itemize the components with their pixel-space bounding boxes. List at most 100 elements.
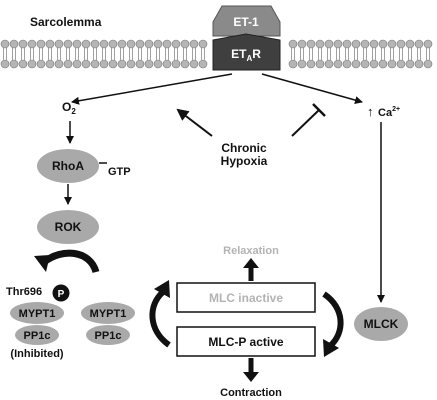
dephosphorylation-arrowhead xyxy=(154,280,170,298)
arrow-receptor-to-superoxide xyxy=(71,73,233,105)
lipid-head xyxy=(126,59,136,69)
hypoxia-label: Hypoxia xyxy=(221,154,268,168)
lipid-head xyxy=(315,39,325,49)
lipid-head xyxy=(360,59,370,69)
lipid-head xyxy=(198,39,208,49)
lipid-head xyxy=(324,39,334,49)
lipid-head xyxy=(324,59,334,69)
lipid-head xyxy=(297,39,307,49)
et-receptor-complex: ET-1 ETAR xyxy=(212,5,281,71)
lipid-head xyxy=(351,39,361,49)
rok-label: ROK xyxy=(55,220,82,234)
inhibited-label: (Inhibited) xyxy=(10,348,63,360)
lipid-head xyxy=(117,39,127,49)
lipid-head xyxy=(9,39,19,49)
contraction-label: Contraction xyxy=(220,387,282,399)
phosphorylation-arrowhead xyxy=(34,255,50,272)
lipid-head xyxy=(180,59,190,69)
lipid-head xyxy=(378,59,388,69)
mlc-p-active-label: MLC-P active xyxy=(208,335,283,349)
lipid-head xyxy=(351,59,361,69)
inhibition-bar xyxy=(312,103,326,117)
lipid-head xyxy=(36,39,46,49)
lipid-head xyxy=(135,39,145,49)
lipid-head xyxy=(378,39,388,49)
mypt1-active-label: MYPT1 xyxy=(90,308,127,320)
eta-receptor-label: ETAR xyxy=(231,47,261,63)
lipid-head xyxy=(9,59,19,69)
lipid-head xyxy=(162,39,172,49)
mlc-inactive-box xyxy=(176,282,316,313)
lipid-head xyxy=(414,59,424,69)
lipid-head xyxy=(423,39,433,49)
dephosphorylation-curve xyxy=(149,289,171,348)
phosphorylation-cycle-curve xyxy=(322,291,344,349)
lipid-head xyxy=(342,39,352,49)
lipid-head xyxy=(72,59,82,69)
lipid-head xyxy=(396,39,406,49)
lipid-head xyxy=(405,59,415,69)
lipid-head xyxy=(387,39,397,49)
chronic-label: Chronic xyxy=(221,141,267,155)
lipid-head xyxy=(90,59,100,69)
lipid-head xyxy=(315,59,325,69)
lipid-head xyxy=(360,39,370,49)
lipid-head xyxy=(387,59,397,69)
sarcolemma-label: Sarcolemma xyxy=(30,15,102,29)
lipid-head xyxy=(180,39,190,49)
lipid-head xyxy=(54,59,64,69)
lipid-head xyxy=(306,39,316,49)
lipid-head xyxy=(333,39,343,49)
arrow-receptor-to-calcium xyxy=(261,73,363,104)
gtp-label: GTP xyxy=(108,166,131,178)
calcium-label: Ca2+ xyxy=(378,106,400,119)
lipid-head xyxy=(135,59,145,69)
lipid-head xyxy=(126,39,136,49)
lipid-head xyxy=(342,59,352,69)
mlck-node xyxy=(354,307,408,341)
lipid-bilayer-membrane xyxy=(0,39,433,69)
lipid-head xyxy=(18,39,28,49)
relaxation-arrowhead xyxy=(243,258,259,268)
lipid-head xyxy=(423,59,433,69)
thr696-label: Thr696 xyxy=(6,286,42,298)
lipid-head xyxy=(414,39,424,49)
lipid-head xyxy=(297,59,307,69)
rok-node xyxy=(37,210,99,244)
lipid-head xyxy=(81,39,91,49)
lipid-head xyxy=(54,39,64,49)
lipid-head xyxy=(45,59,55,69)
relaxation-label: Relaxation xyxy=(223,245,279,257)
lipid-head xyxy=(81,59,91,69)
et1-ligand-label: ET-1 xyxy=(233,15,259,29)
lipid-head xyxy=(36,59,46,69)
mlck-label: MLCK xyxy=(364,317,399,331)
lipid-head xyxy=(288,59,298,69)
phosphate-label: P xyxy=(58,289,65,300)
lipid-head xyxy=(189,39,199,49)
eta-receptor-shape xyxy=(212,33,281,71)
lipid-head xyxy=(63,39,73,49)
mypt1-inhibited-node xyxy=(10,302,64,324)
lipid-head xyxy=(153,59,163,69)
lipid-head xyxy=(144,59,154,69)
superoxide-label: O2- xyxy=(62,98,79,116)
lipid-head xyxy=(108,59,118,69)
pp1c-active-label: PP1c xyxy=(95,330,122,342)
lipid-head xyxy=(189,59,199,69)
inhibition-hypoxia-calcium xyxy=(291,109,320,137)
pp1c-active-node xyxy=(86,325,130,345)
mlc-inactive-label: MLC inactive xyxy=(209,291,283,305)
pp1c-inhibited-label: PP1c xyxy=(24,330,51,342)
lipid-head xyxy=(396,59,406,69)
et1-ligand-shape xyxy=(212,5,281,37)
lipid-head xyxy=(153,39,163,49)
rhoa-node xyxy=(37,149,99,183)
lipid-head xyxy=(333,59,343,69)
lipid-head xyxy=(144,39,154,49)
lipid-head xyxy=(99,39,109,49)
phosphorylation-cycle-arrowhead xyxy=(323,339,339,357)
lipid-head xyxy=(45,39,55,49)
mypt1-inhibited-label: MYPT1 xyxy=(19,308,56,320)
phosphorylation-curved-arrow xyxy=(41,249,100,274)
